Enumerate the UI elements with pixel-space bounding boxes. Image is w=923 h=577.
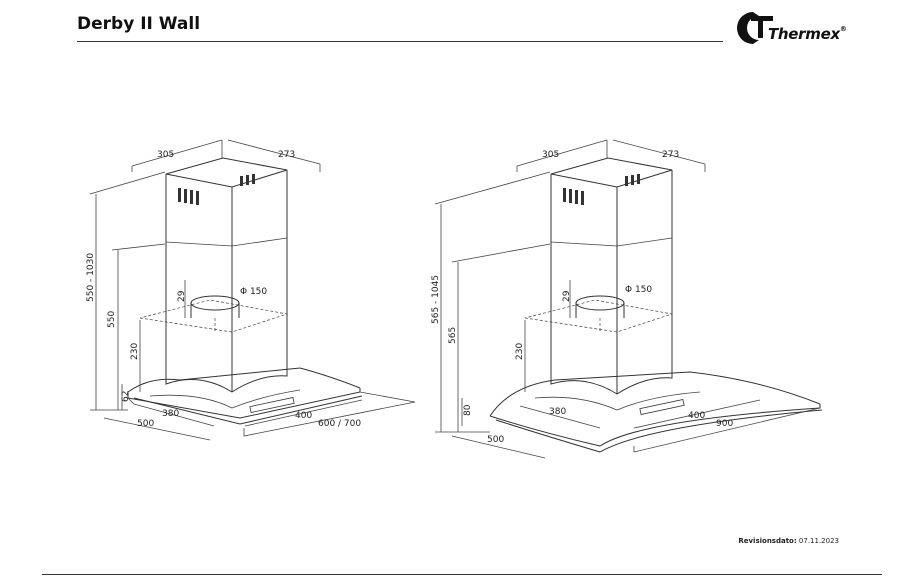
brand-logo-text: Thermex® [768,25,847,43]
brand-registered: ® [839,25,847,33]
thermex-logo-icon [737,12,773,44]
revision-label: Revisionsdato: [738,537,797,545]
left-dim-outlet-offset: 29 [177,290,187,302]
left-dim-height-min: 550 [107,311,117,328]
brand-name: Thermex [768,25,840,43]
right-dim-inner-width: 380 [549,407,566,417]
right-dim-outer-width: 500 [487,435,504,445]
left-dim-inner-depth: 400 [295,411,312,421]
page-title: Derby II Wall [77,14,201,34]
left-hood-drawing: 305 273 Φ 150 29 550 - 1030 550 230 62 3… [86,139,416,441]
left-dim-height-range: 550 - 1030 [86,253,96,302]
left-dim-canopy-height: 62 [121,391,131,402]
right-dim-outlet: Φ 150 [625,285,652,295]
right-dim-outer-depth: 900 [716,419,733,429]
left-vent-icon [178,174,255,205]
right-dim-duct-drop: 230 [515,343,525,360]
right-dim-top-depth: 273 [662,150,679,160]
left-dim-outlet: Φ 150 [240,287,267,297]
right-vent-icon [563,174,640,205]
footer-divider [42,574,882,575]
left-dim-outer-width: 500 [137,419,154,429]
header-divider [77,41,723,42]
left-dim-duct-drop: 230 [130,343,140,360]
right-hood-drawing: 305 273 Φ 150 29 565 - 1045 565 230 80 3… [431,139,823,459]
revision-note: Revisionsdato: 07.11.2023 [738,537,839,545]
left-dim-top-depth: 273 [278,150,295,160]
left-dim-top-width: 305 [157,150,174,160]
revision-date: 07.11.2023 [798,537,839,545]
left-dim-outer-depth: 600 / 700 [318,419,361,429]
right-dim-outlet-offset: 29 [562,290,572,302]
right-dim-height-min: 565 [448,327,458,344]
right-dim-inner-depth: 400 [688,411,705,421]
left-dim-inner-width: 380 [162,409,179,419]
right-dim-canopy-height: 80 [463,404,473,416]
right-dim-top-width: 305 [542,150,559,160]
right-dim-height-range: 565 - 1045 [431,275,441,324]
